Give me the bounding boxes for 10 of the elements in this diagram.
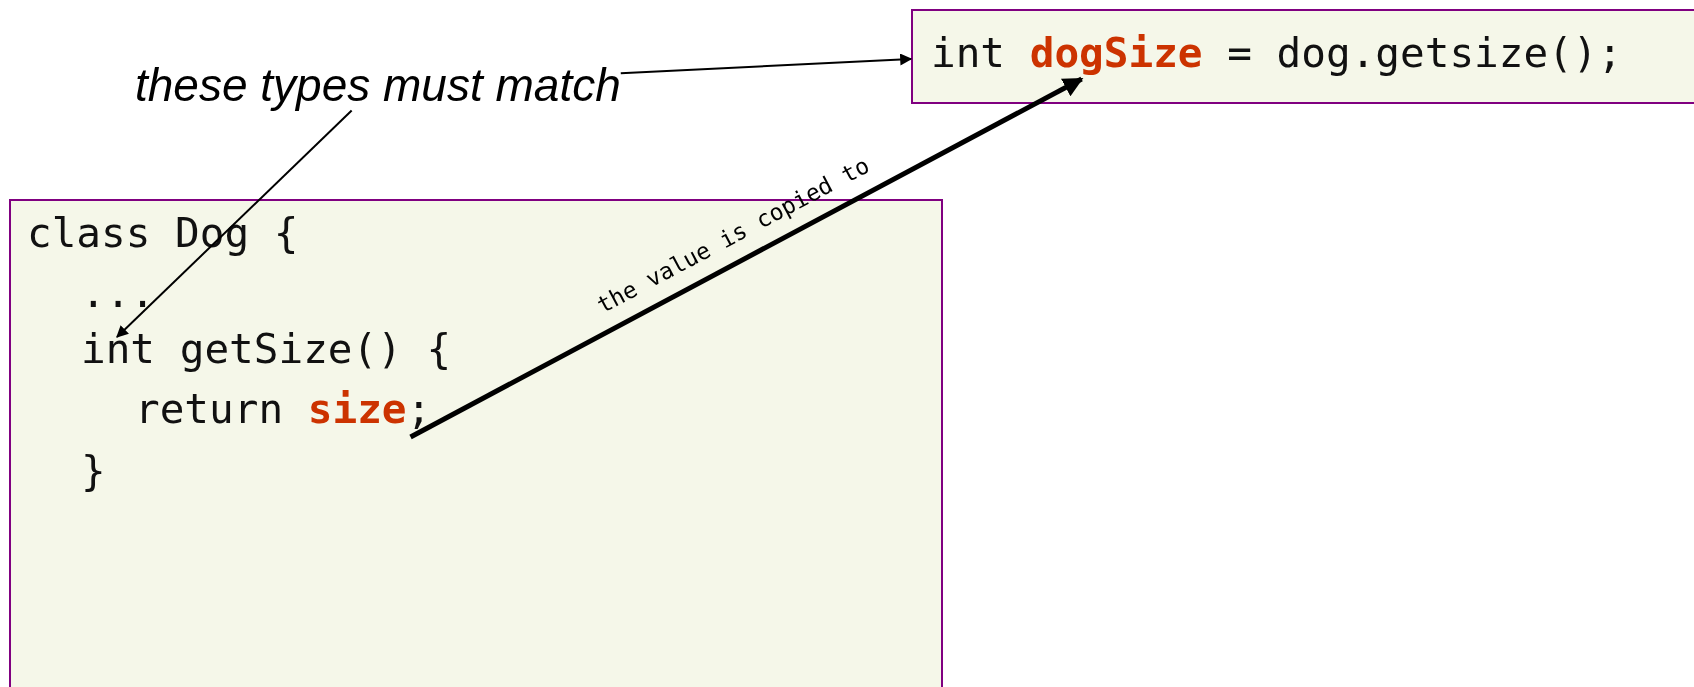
code-line: int getSize() {: [81, 329, 452, 370]
code-box: [911, 9, 1694, 104]
code-line: ...: [81, 273, 156, 314]
annotation-text: these types must match: [135, 60, 621, 111]
code-line: return size;: [135, 389, 432, 430]
arrow: [409, 76, 1084, 440]
code-line: int dogSize = dog.getsize();: [931, 33, 1623, 74]
code-line: }: [81, 451, 106, 492]
leader-line: [116, 109, 353, 338]
leader-line: [619, 53, 913, 75]
